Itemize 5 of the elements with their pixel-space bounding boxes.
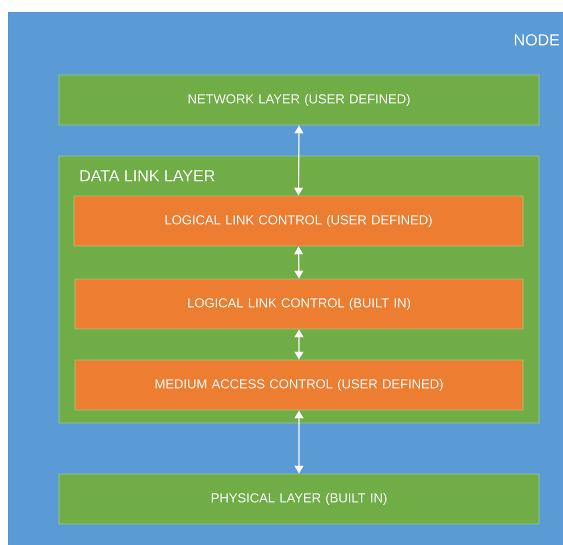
layer-box: PHYSICAL LAYER (BUILT IN) — [58, 474, 540, 524]
sublayer-box: LOGICAL LINK CONTROL (BUILT IN) — [74, 278, 524, 330]
sublayer-box: LOGICAL LINK CONTROL (USER DEFINED) — [74, 196, 524, 246]
sublayer-box: MEDIUM ACCESS CONTROL (USER DEFINED) — [74, 360, 524, 410]
layer-box: NETWORK LAYER (USER DEFINED) — [58, 74, 540, 126]
